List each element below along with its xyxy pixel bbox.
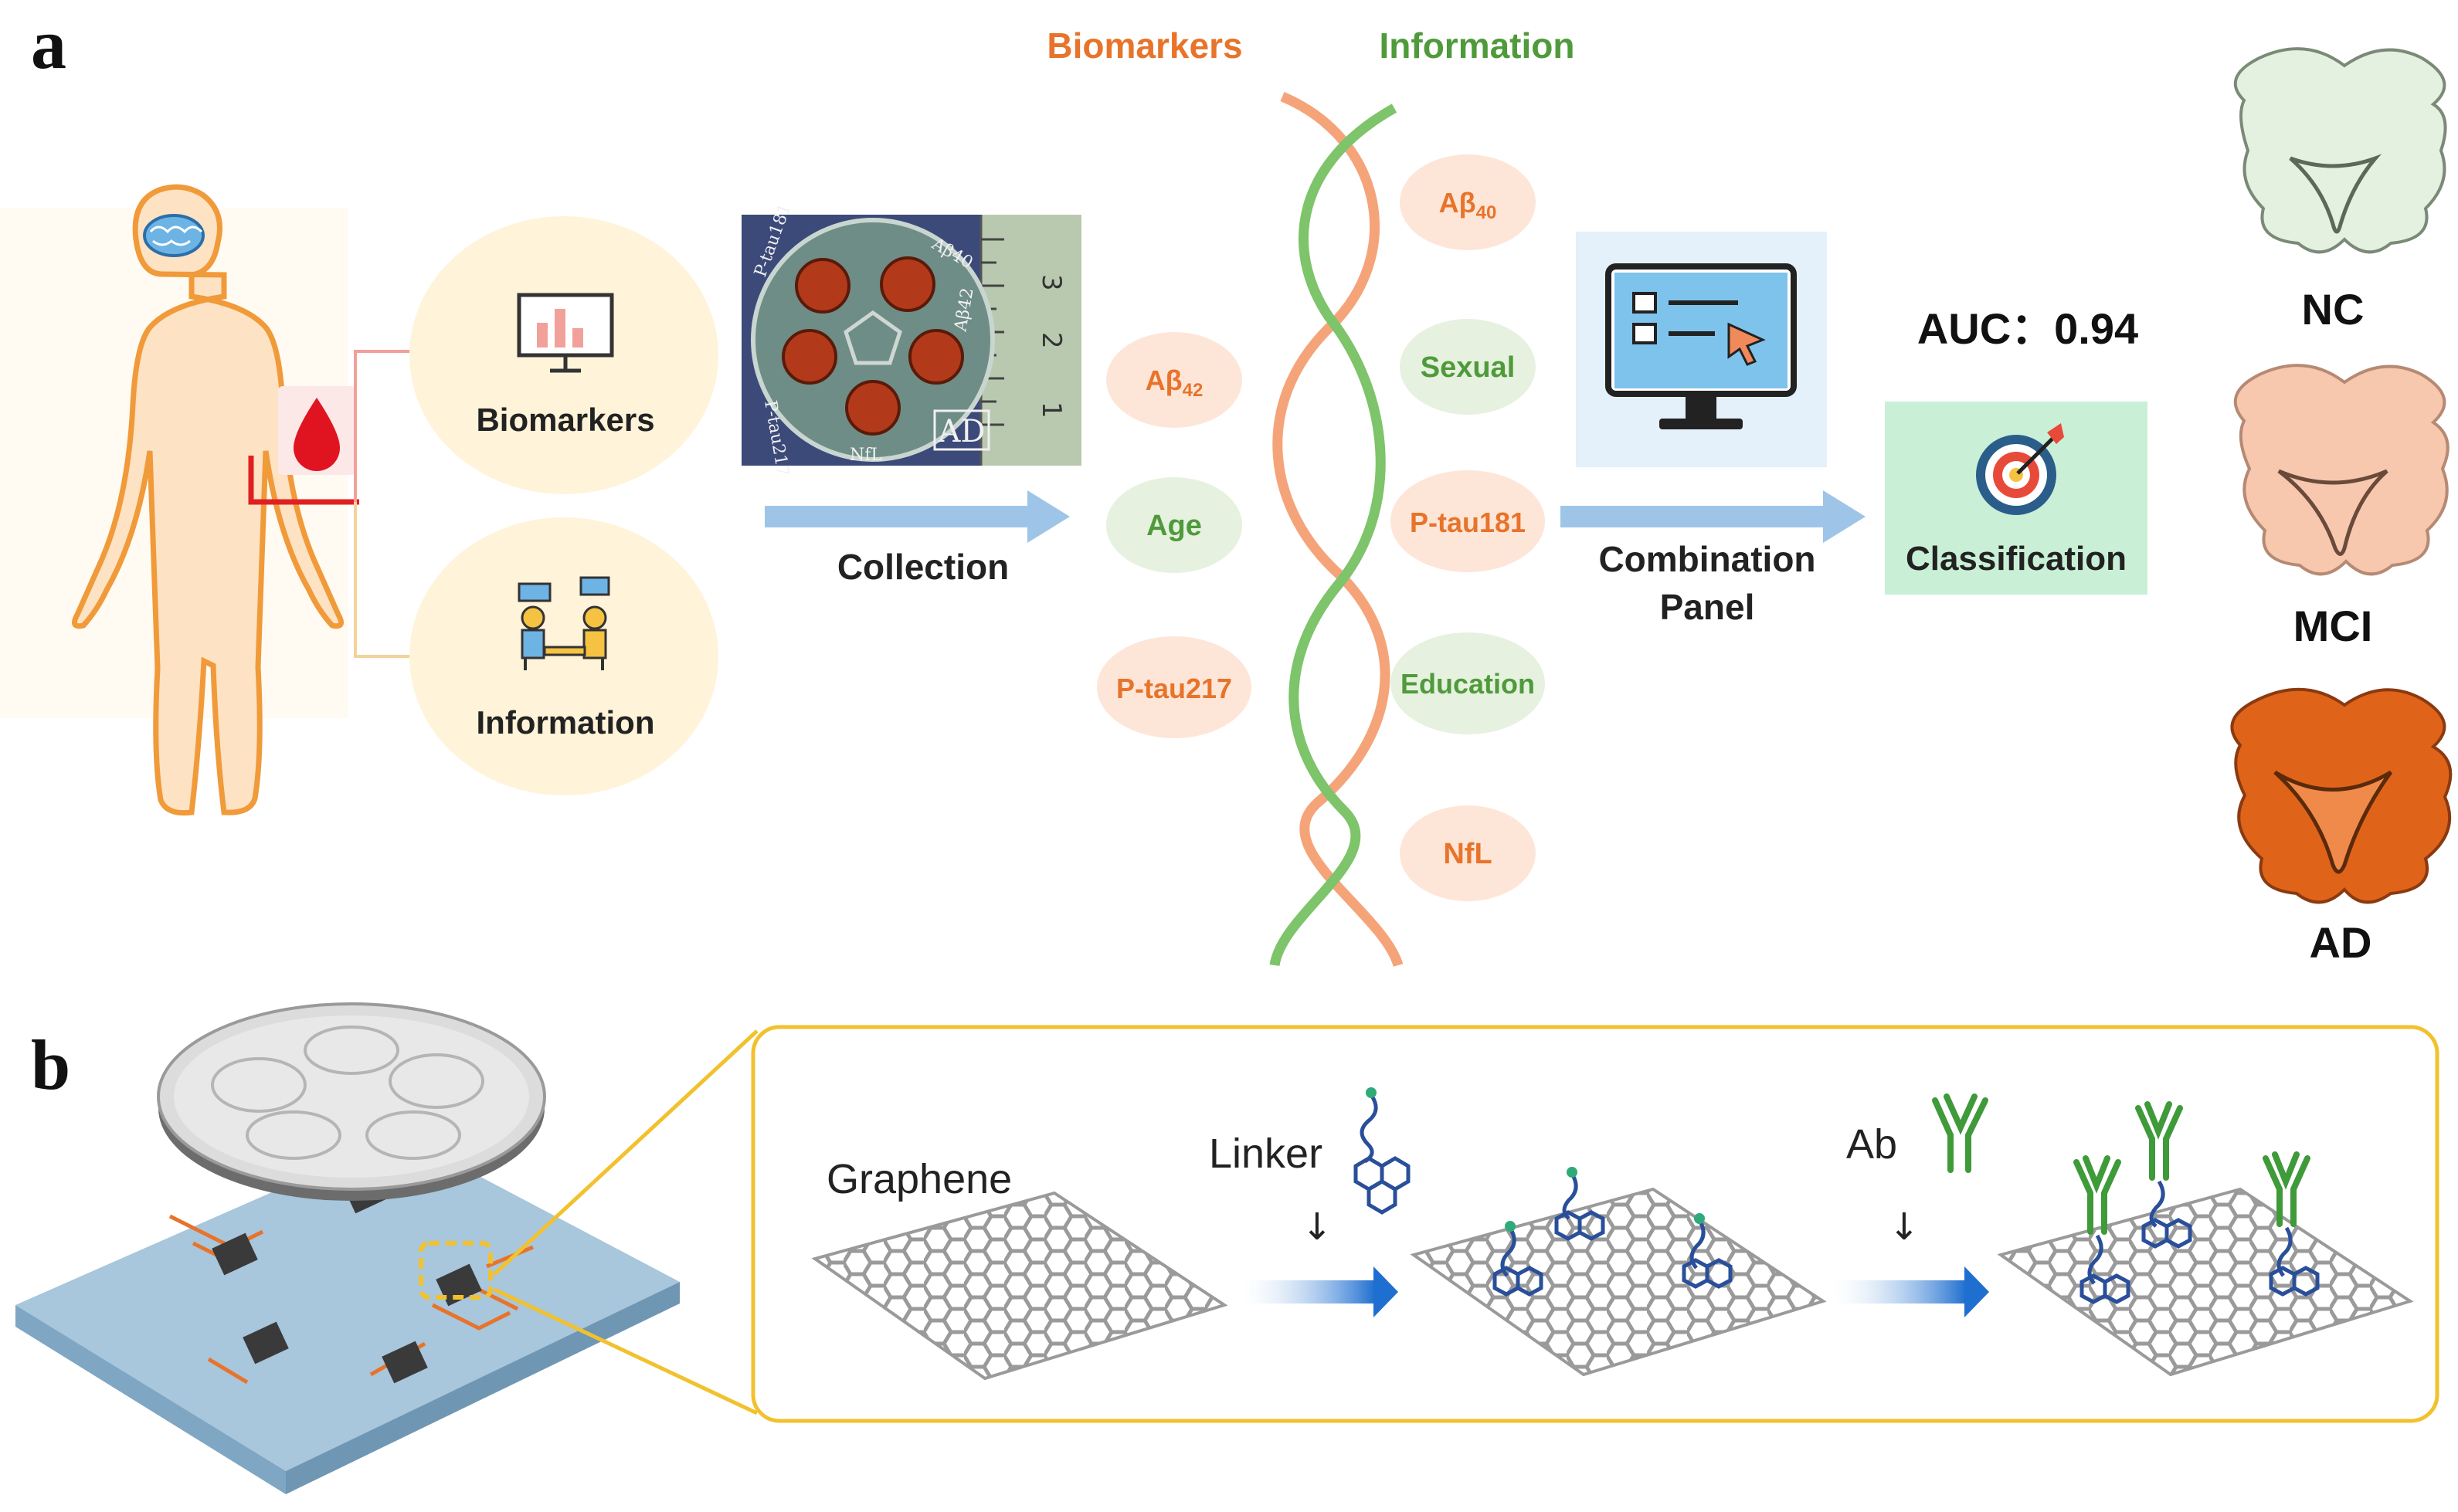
combination-label-line1: Combination: [1598, 539, 1815, 579]
computer-monitor-icon: [1576, 232, 1827, 467]
pill-abeta42-main: Aβ: [1146, 364, 1183, 396]
pyrene-linker-icon: [1353, 1087, 1411, 1215]
antibody-down-arrow: ↓: [1889, 1205, 1920, 1249]
collection-arrow: [765, 490, 1070, 543]
information-header: Information: [1380, 25, 1575, 66]
presentation-chart-icon: [517, 293, 614, 373]
pill-ptau181-label: P-tau181: [1410, 507, 1526, 538]
pill-sexual: Sexual: [1400, 319, 1536, 415]
meeting-people-icon: [518, 576, 610, 670]
panel-b-letter: b: [31, 1026, 70, 1104]
linker-label: Linker: [1209, 1131, 1322, 1177]
process-arrow-2-shaft: [1835, 1280, 1966, 1304]
target-icon: [1976, 423, 2064, 515]
brain-slice-mci-icon: [2233, 364, 2450, 576]
combination-arrow: [1560, 490, 1866, 543]
biomarkers-header: Biomarkers: [1047, 25, 1242, 66]
pill-abeta40: Aβ40: [1400, 154, 1536, 250]
panel-a-letter: a: [31, 5, 66, 83]
auc-value: AUC：0.94: [1917, 304, 2138, 353]
ruler-number-3: 3: [1036, 274, 1067, 291]
graphene-label: Graphene: [827, 1156, 1012, 1202]
pill-abeta42-sub: 42: [1183, 380, 1204, 401]
chip-label-nfl: NfL: [850, 446, 882, 465]
information-circle: [409, 517, 718, 795]
ruler-number-2: 2: [1036, 332, 1067, 349]
pill-nfl-label: NfL: [1443, 838, 1492, 870]
pill-abeta40-sub: 40: [1476, 202, 1497, 223]
combination-label-line2: Panel: [1660, 587, 1755, 627]
pill-abeta42: Aβ42: [1106, 332, 1242, 428]
graphene-sheet-with-antibodies: [1997, 1101, 2414, 1377]
pill-ptau217-label: P-tau217: [1116, 673, 1232, 704]
chip-label-ad: AD: [938, 414, 986, 449]
brain-label-ad: AD: [2310, 918, 2372, 967]
information-circle-label: Information: [477, 704, 655, 741]
pill-education: Education: [1390, 632, 1545, 734]
graphene-sheet-with-linkers: [1410, 1167, 1827, 1377]
pill-age: Age: [1106, 477, 1242, 573]
antibody-icon: [1932, 1093, 1988, 1173]
pill-age-label: Age: [1146, 510, 1202, 542]
brain-slice-ad-icon: [2230, 687, 2453, 904]
sensor-device-illustration: [15, 1002, 759, 1494]
process-arrow-1-shaft: [1244, 1280, 1375, 1304]
linker-down-arrow: ↓: [1302, 1205, 1333, 1249]
pill-abeta40-main: Aβ: [1439, 187, 1476, 219]
classification-label: Classification: [1906, 540, 2127, 578]
human-body-icon: [0, 184, 359, 816]
svg-text:Aβ42: Aβ42: [1146, 364, 1204, 401]
antibody-label: Ab: [1846, 1121, 1897, 1168]
brain-label-nc: NC: [2302, 285, 2365, 334]
pill-nfl: NfL: [1400, 805, 1536, 901]
pill-education-label: Education: [1400, 668, 1535, 700]
ruler-number-1: 1: [1036, 402, 1067, 419]
process-arrow-1-head: [1373, 1266, 1398, 1317]
helix-strand-biomarkers: [1272, 92, 1404, 968]
pill-ptau181: P-tau181: [1390, 470, 1545, 572]
helix-strand-information: [1269, 103, 1397, 967]
svg-text:Aβ40: Aβ40: [1439, 187, 1497, 223]
pill-ptau217: P-tau217: [1097, 636, 1251, 738]
brain-icon: [143, 214, 205, 257]
blood-drop-icon: [278, 386, 355, 475]
process-arrow-2-head: [1964, 1266, 1989, 1317]
brain-slice-nc-icon: [2233, 47, 2447, 254]
biomarkers-circle-label: Biomarkers: [476, 402, 654, 438]
brain-label-mci: MCI: [2293, 602, 2373, 650]
pill-sexual-label: Sexual: [1421, 351, 1516, 384]
sensor-chip-photo: 3 2 1 Aβ40 Aβ42 P-tau181 P-tau217 NfL AD: [742, 201, 1081, 478]
graphene-sheet-plain: [811, 1191, 1228, 1381]
collection-label: Collection: [837, 547, 1009, 587]
